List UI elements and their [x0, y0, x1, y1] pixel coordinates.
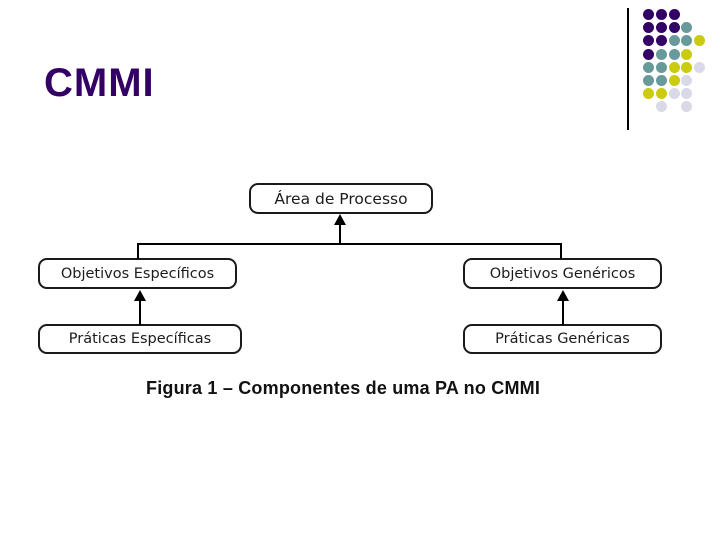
connector-stub-left [137, 243, 139, 259]
decorative-dot [668, 48, 680, 60]
decorative-dot [668, 35, 680, 47]
connector-stub-right [560, 243, 562, 259]
decorative-dot [643, 75, 654, 86]
decorative-dot [643, 35, 654, 47]
decorative-dot [668, 9, 680, 20]
decorative-dot [668, 61, 680, 73]
arrow-up-icon [134, 290, 146, 301]
connector-horizontal [137, 243, 562, 245]
decorative-dot [681, 88, 693, 100]
decorative-dot [681, 75, 693, 86]
decorative-dot [668, 88, 680, 100]
decorative-dot [681, 22, 693, 34]
decorative-dot [668, 75, 680, 86]
cmmi-components-diagram: Área de Processo Objetivos Específicos O… [38, 183, 662, 398]
decorative-dot [643, 9, 654, 20]
decorative-dot [643, 22, 654, 34]
decorative-dot [655, 88, 667, 100]
decorative-dot [655, 101, 667, 113]
decorative-dot [655, 75, 667, 86]
node-praticas-genericas: Práticas Genéricas [463, 324, 662, 354]
connector-left-shaft [139, 300, 141, 325]
figure-caption: Figura 1 – Componentes de uma PA no CMMI [146, 378, 541, 398]
decorative-dot [681, 101, 693, 113]
decorative-dot [681, 48, 693, 60]
decorative-dot [655, 48, 667, 60]
node-label: Área de Processo [274, 189, 408, 208]
decorative-dot [643, 48, 654, 60]
page-title: CMMI [44, 61, 155, 105]
arrow-up-icon [557, 290, 569, 301]
decorative-dot [643, 61, 654, 73]
decorative-dot [668, 22, 680, 34]
node-label: Práticas Específicas [68, 331, 212, 347]
decorative-dot [643, 88, 654, 100]
decorative-dot [694, 35, 706, 47]
decorative-dot [655, 61, 667, 73]
node-label: Objetivos Genéricos [489, 265, 636, 282]
connector-center-shaft [339, 224, 341, 245]
connector-right-shaft [562, 300, 564, 325]
decorative-dot [681, 61, 693, 73]
node-label: Práticas Genéricas [495, 331, 630, 347]
decorative-dot [655, 22, 667, 34]
decorative-dot [694, 61, 706, 73]
corner-divider-line [627, 8, 629, 130]
decorative-dot [655, 35, 667, 47]
node-label: Objetivos Específicos [60, 265, 215, 282]
decorative-dot [681, 35, 693, 47]
arrow-up-icon [334, 214, 346, 225]
node-objetivos-genericos: Objetivos Genéricos [463, 258, 662, 289]
decorative-dot [655, 9, 667, 20]
node-praticas-especificas: Práticas Específicas [38, 324, 242, 354]
node-objetivos-especificos: Objetivos Específicos [38, 258, 237, 289]
node-area-de-processo: Área de Processo [249, 183, 433, 214]
corner-dots [620, 0, 720, 120]
